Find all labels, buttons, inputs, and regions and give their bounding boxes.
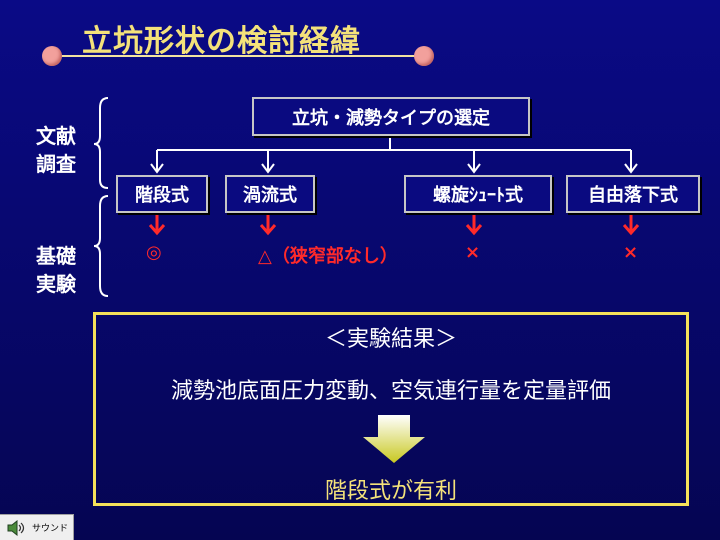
speaker-icon (7, 519, 25, 536)
type-box-spiral-chute: 螺旋ｼｭｰﾄ式 (404, 175, 552, 213)
title-ornament-right (414, 46, 434, 66)
down-arrows-white (150, 150, 638, 174)
side-label-experiment: 基礎 実験 (36, 244, 76, 296)
sound-label: サウンド (32, 524, 69, 534)
title-ornament-left (42, 46, 62, 66)
brace-literature (93, 97, 109, 189)
result-heading: ＜実験結果＞ (324, 327, 457, 352)
title-underline (52, 55, 422, 57)
result-mark-spiral-chute: × (465, 242, 481, 263)
result-mark-vortex: △（狭窄部なし） (258, 246, 398, 267)
sound-button[interactable]: サウンド (0, 514, 74, 540)
result-mark-stepped: ◎ (146, 242, 162, 263)
brace-experiment (93, 195, 109, 297)
type-box-vortex: 渦流式 (225, 175, 315, 213)
side-label-literature: 文献 調査 (36, 124, 76, 176)
type-box-free-fall: 自由落下式 (566, 175, 700, 213)
flow-connectors (93, 97, 640, 297)
type-box-stepped: 階段式 (116, 175, 208, 213)
down-arrow-block (363, 415, 425, 463)
result-mark-free-fall: × (623, 242, 639, 263)
experiment-result-box: ＜実験結果＞ 減勢池底面圧力変動、空気連行量を定量評価 階段式が有利 (93, 312, 689, 506)
down-arrows-red (148, 214, 640, 236)
result-conclusion: 階段式が有利 (324, 479, 457, 504)
selection-box: 立坑・減勢タイプの選定 (252, 97, 530, 136)
result-description: 減勢池底面圧力変動、空気連行量を定量評価 (170, 379, 611, 404)
page-title: 立坑形状の検討経緯 (82, 24, 361, 59)
